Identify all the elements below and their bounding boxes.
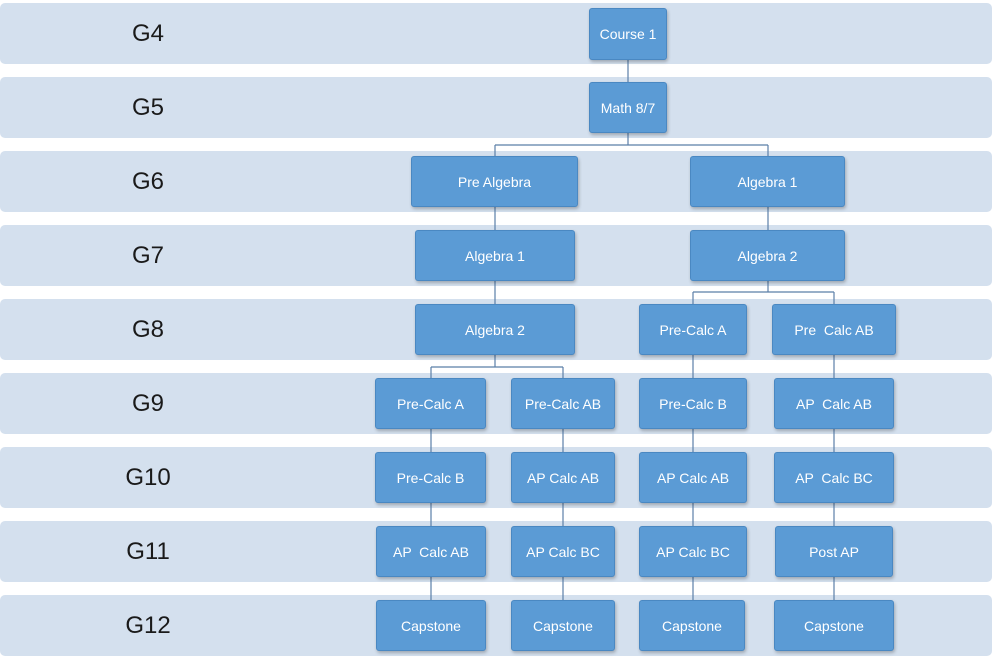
course-node-g11-ap-calc-ab: AP Calc AB	[376, 526, 486, 577]
grade-label-g4: G4	[131, 20, 164, 47]
course-node-g9-ap-calc-ab: AP Calc AB	[774, 378, 894, 429]
course-node-g9-pre-calc-ab: Pre-Calc AB	[511, 378, 615, 429]
course-node-g12-capstone-1: Capstone	[376, 600, 486, 651]
grade-band-g5	[0, 77, 992, 138]
course-node-g10-pre-calc-b: Pre-Calc B	[375, 452, 486, 503]
course-node-g8-algebra-2: Algebra 2	[415, 304, 575, 355]
course-node-g10-ap-calc-ab-1: AP Calc AB	[511, 452, 615, 503]
grade-label-g11: G11	[126, 538, 170, 565]
course-node-g7-algebra-2: Algebra 2	[690, 230, 845, 281]
course-node-g12-capstone-2: Capstone	[511, 600, 615, 651]
grade-label-g7: G7	[131, 242, 164, 269]
grade-label-g5: G5	[131, 94, 164, 121]
course-node-g10-ap-calc-ab-2: AP Calc AB	[639, 452, 747, 503]
course-node-pre-algebra: Pre Algebra	[411, 156, 578, 207]
course-node-g12-capstone-4: Capstone	[774, 600, 894, 651]
course-node-g11-ap-calc-bc-1: AP Calc BC	[511, 526, 615, 577]
grade-label-g10: G10	[125, 464, 171, 491]
grade-band-g4	[0, 3, 992, 64]
course-node-course-1: Course 1	[589, 8, 667, 60]
course-node-g7-algebra-1: Algebra 1	[415, 230, 575, 281]
grade-label-g6: G6	[131, 168, 164, 195]
course-node-math-8-7: Math 8/7	[589, 82, 667, 133]
grade-label-g9: G9	[131, 390, 164, 417]
course-node-g11-ap-calc-bc-2: AP Calc BC	[639, 526, 747, 577]
course-node-g9-pre-calc-b: Pre-Calc B	[639, 378, 747, 429]
grade-label-g12: G12	[125, 612, 171, 639]
course-node-g9-pre-calc-a: Pre-Calc A	[375, 378, 486, 429]
grade-label-g8: G8	[131, 316, 164, 343]
course-node-g10-ap-calc-bc: AP Calc BC	[774, 452, 894, 503]
course-node-g11-post-ap: Post AP	[775, 526, 893, 577]
course-node-g8-pre-calc-a: Pre-Calc A	[639, 304, 747, 355]
course-node-g12-capstone-3: Capstone	[639, 600, 745, 651]
course-node-g8-pre-calc-ab: Pre Calc AB	[772, 304, 896, 355]
course-node-g6-algebra-1: Algebra 1	[690, 156, 845, 207]
